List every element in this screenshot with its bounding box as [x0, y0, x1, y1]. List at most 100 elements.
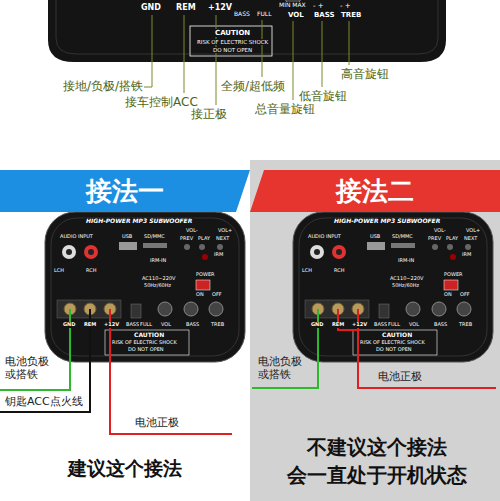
panel-print: CAUTION — [381, 332, 413, 339]
panel-print: HIGH-POWER MP3 SUBWOOFER — [333, 218, 441, 225]
amplifier-board — [293, 212, 493, 362]
panel-print: OFF — [211, 292, 223, 298]
band-fill — [250, 170, 500, 212]
panel-print: USB — [121, 234, 133, 240]
panel-print: TREB — [340, 11, 362, 19]
panel-print: REM — [83, 322, 97, 328]
panel-print: DO NOT OPEN — [127, 347, 165, 353]
panel-print: PREV — [427, 236, 442, 242]
callout-text: 接地/负极/搭铁 — [62, 80, 144, 94]
panel-print: PLAY — [197, 236, 211, 242]
panel-print: FULL — [256, 11, 273, 18]
positive-wire — [110, 309, 232, 434]
panel-print: BASS — [373, 322, 388, 328]
panel-print: RCH — [333, 268, 345, 274]
acc-wire — [0, 309, 90, 412]
panel-print: NEXT — [463, 236, 478, 242]
leader-line — [262, 20, 263, 77]
panel-print: LCH — [53, 268, 65, 274]
panel-print: VOL+ — [465, 228, 481, 234]
panel-print: PLAY — [445, 236, 459, 242]
panel-print: BASS — [185, 322, 200, 328]
panel-print: TREB — [458, 322, 473, 328]
panel-print: SD/MMC — [391, 234, 414, 240]
wire-label: 电池负极或搭铁 — [258, 356, 310, 381]
panel-print: ON — [195, 292, 205, 298]
positive-wire — [358, 309, 496, 388]
leader-lines — [142, 15, 349, 105]
panel-print: RISK OF ELECTRIC SHOCK — [111, 340, 178, 346]
callout-text: 总音量旋钮 — [254, 103, 316, 117]
note-text: 会一直处于开机状态 — [287, 464, 467, 487]
leader-line — [142, 15, 152, 87]
panel-print: DO NOT OPEN — [375, 347, 413, 353]
ground-wire — [252, 309, 318, 388]
panel-print: VOL- — [185, 228, 199, 234]
panel-print: +12V — [103, 322, 120, 328]
callout-text: 高音旋钮 — [340, 68, 390, 82]
wire-label: 钥匙ACC点火线 — [5, 396, 83, 409]
panel-print: FULL — [139, 322, 153, 328]
panel-print: AUDIO INPUT — [59, 234, 94, 240]
panel-print: AC110~220V — [389, 276, 425, 282]
panel-print: BASS — [313, 11, 336, 19]
panel-print: TREB — [210, 322, 225, 328]
panel-print: - + — [312, 2, 325, 10]
leader-line — [293, 21, 294, 100]
panel-print: GND — [310, 322, 324, 328]
panel-print: MIN MAX — [278, 2, 307, 9]
panel-print: 50Hz/60Hz — [143, 283, 172, 289]
panel-print: ON — [443, 292, 453, 298]
wire-label: 电池负极或搭铁 — [5, 356, 57, 381]
panel-print: IRM-IN — [149, 258, 167, 264]
header-text: 接法一 — [86, 174, 164, 209]
leader-line — [349, 21, 350, 65]
method-header: 接法一 — [0, 170, 250, 212]
amplifier-board — [45, 212, 245, 362]
panel-print: IRM — [213, 252, 224, 258]
panel-print: IRM-IN — [397, 258, 415, 264]
panel-print: +12V — [207, 3, 233, 12]
panel-print: BASS — [233, 11, 251, 18]
panel-print: SD/MMC — [143, 234, 166, 240]
board-rim — [56, 0, 438, 54]
panel-print: REM — [175, 3, 197, 12]
callout-text: 低音旋钮 — [298, 90, 348, 104]
band-fill — [0, 170, 250, 212]
board-body — [48, 0, 446, 62]
panel-print: PREV — [179, 236, 194, 242]
panel-print: VOL — [287, 11, 305, 19]
panel-print: POWER — [195, 272, 216, 278]
panel-print: BASS — [433, 322, 448, 328]
panel-print: OFF — [459, 292, 471, 298]
panel-ground — [250, 160, 500, 501]
panel-print: LCH — [301, 268, 313, 274]
note-text: 建议这个接法 — [68, 458, 182, 480]
panel-print: +12V — [351, 322, 368, 328]
panel-print: USB — [369, 234, 381, 240]
panel-print: FULL — [387, 322, 401, 328]
panel-print: CAUTION — [214, 29, 251, 37]
panel-print: GND — [62, 322, 76, 328]
panel-print: VOL — [408, 322, 420, 328]
panel-print: RISK OF ELECTRIC SHOCK — [196, 39, 269, 45]
panel-print: - + — [339, 2, 352, 10]
wire-label: 电池正极 — [378, 371, 422, 384]
panel-print: AUDIO INPUT — [307, 234, 342, 240]
header-text: 接法二 — [336, 174, 414, 209]
leader-line — [184, 15, 185, 93]
panel-print: VOL- — [433, 228, 447, 234]
callout-text: 全频/超低频 — [220, 80, 286, 94]
callout-text: 接正极 — [190, 108, 228, 122]
caution-box — [190, 26, 272, 56]
note-text: 不建议这个接法 — [307, 436, 447, 459]
panel-print: VOL — [160, 322, 172, 328]
panel-print: RISK OF ELECTRIC SHOCK — [359, 340, 426, 346]
panel-print: POWER — [443, 272, 464, 278]
panel-print: IRM — [461, 252, 472, 258]
panel-print: RCH — [85, 268, 97, 274]
panel-print: 50Hz/60Hz — [391, 283, 420, 289]
